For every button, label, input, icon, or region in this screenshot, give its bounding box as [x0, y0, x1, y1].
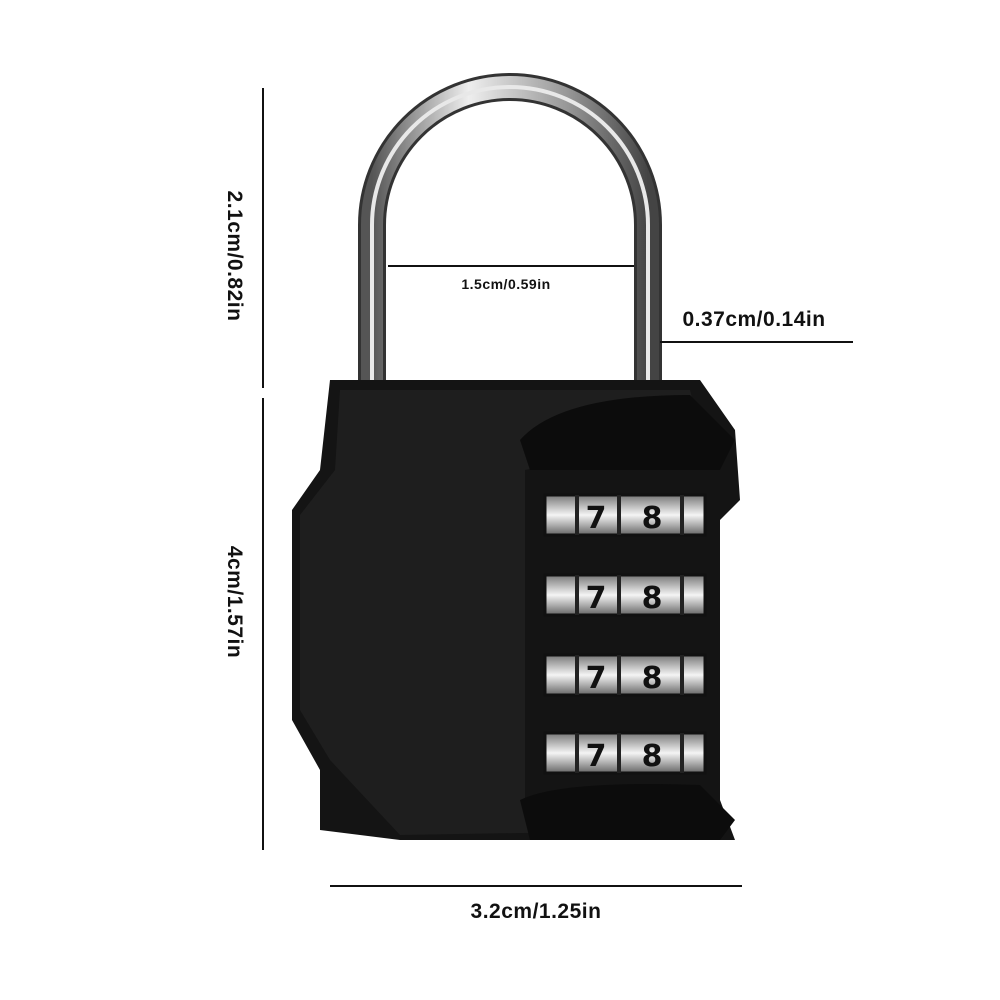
body-width-label: 3.2cm/1.25in: [470, 900, 602, 923]
dial-digit: 8: [642, 581, 663, 616]
dial-row[interactable]: 7 8: [543, 731, 707, 775]
inner-width-label: 1.5cm/0.59in: [461, 276, 551, 292]
dial-digit: 8: [642, 501, 663, 536]
shackle-height-label: 2.1cm/0.82in: [223, 190, 246, 322]
dial-digit: 7: [586, 581, 607, 616]
dial-digit: 8: [642, 661, 663, 696]
dial-row[interactable]: 7 8: [543, 653, 707, 697]
dial-row[interactable]: 7 8: [543, 493, 707, 537]
dial-digit: 7: [586, 501, 607, 536]
dial-digit: 8: [642, 739, 663, 774]
dial-digit: 7: [586, 661, 607, 696]
shackle-thickness-label: 0.37cm/0.14in: [682, 308, 826, 331]
body-height-label: 4cm/1.57in: [223, 545, 246, 659]
dial-digit: 7: [586, 739, 607, 774]
dial-row[interactable]: 7 8: [543, 573, 707, 617]
